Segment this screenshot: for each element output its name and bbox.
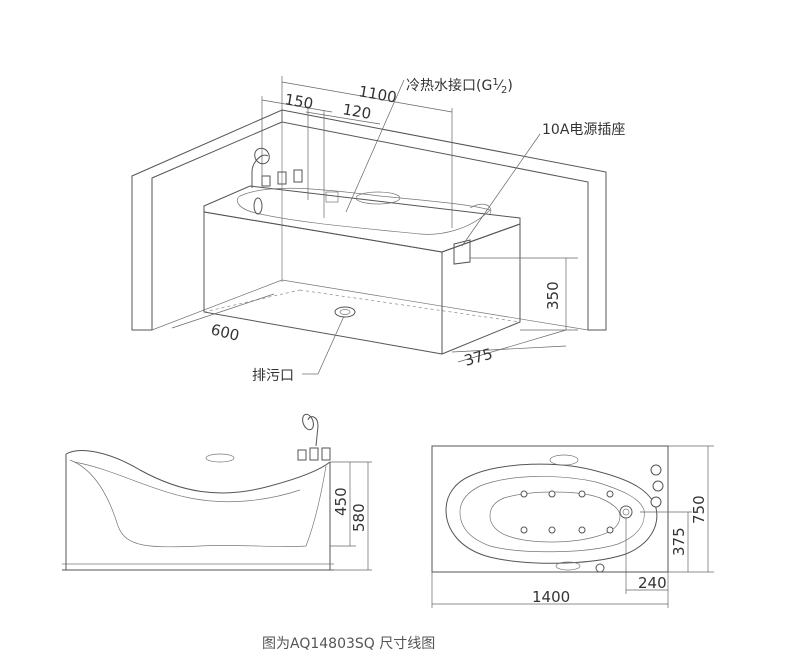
headrest xyxy=(355,191,401,205)
side-view: 450 580 xyxy=(62,413,372,571)
jet xyxy=(548,490,556,498)
water-inlet-leader xyxy=(345,79,405,213)
shower-hose xyxy=(251,154,269,188)
top-basin-floor xyxy=(489,491,621,543)
jet xyxy=(520,490,528,498)
control-knob-1 xyxy=(650,464,662,476)
jet xyxy=(520,526,528,534)
power-socket-label: 10A电源插座 xyxy=(542,122,625,138)
dim-120-line xyxy=(305,111,381,125)
side-headrest xyxy=(205,453,235,463)
side-backrest xyxy=(73,461,301,503)
dim-1400-text: 1400 xyxy=(532,588,570,606)
floor-back-edge xyxy=(281,279,589,331)
drawing-caption: 图为AQ14803SQ 尺寸线图 xyxy=(262,636,435,652)
headrest-pillow xyxy=(469,203,492,215)
dim-150-line xyxy=(261,99,333,113)
jet xyxy=(548,526,556,534)
jet xyxy=(606,526,614,534)
power-socket-box xyxy=(453,239,471,265)
power-socket-leader xyxy=(461,133,541,247)
side-faucet-2 xyxy=(309,447,319,461)
wall-left-block xyxy=(131,109,283,331)
jet xyxy=(606,490,614,498)
tub-inner-basin xyxy=(237,187,491,235)
dim-450-text: 450 xyxy=(332,487,350,516)
side-rim xyxy=(65,450,331,494)
hidden-line-2 xyxy=(299,289,521,323)
top-armrest xyxy=(555,561,581,571)
side-faucet-1 xyxy=(297,449,307,461)
drain-inner xyxy=(339,309,351,315)
shower-head xyxy=(254,147,270,165)
jet xyxy=(578,490,586,498)
control-panel xyxy=(325,191,339,203)
jet xyxy=(578,526,586,534)
dim-600-line xyxy=(171,293,275,329)
tub-side-panel xyxy=(441,223,521,355)
side-basin xyxy=(69,459,327,548)
dim-375-line xyxy=(457,329,567,363)
dim-120-text: 120 xyxy=(341,100,372,123)
drain-leader xyxy=(317,315,345,375)
top-drain-inner xyxy=(622,508,630,516)
top-outline xyxy=(431,445,669,573)
faucet-2 xyxy=(277,171,287,185)
dim-375-text: 375 xyxy=(462,345,494,370)
faucet-3 xyxy=(293,169,303,183)
top-headrest xyxy=(549,454,579,466)
floor-left-edge xyxy=(151,279,283,331)
top-basin-inner xyxy=(459,476,645,553)
top-drain xyxy=(619,505,633,519)
water-inlet-label: 冷热水接口(G1⁄2) xyxy=(406,77,513,96)
dim-350-text: 350 xyxy=(544,281,562,310)
tub-rim xyxy=(203,185,521,253)
control-knob-3 xyxy=(650,496,662,508)
control-knob-4 xyxy=(595,563,605,573)
dim-750-text: 750 xyxy=(690,495,708,524)
drain-label: 排污口 xyxy=(252,368,294,384)
dim-150-text: 150 xyxy=(283,90,314,113)
iso-view: 1100 150 120 冷热水接口(G1⁄2) 10A电源插座 350 600… xyxy=(131,76,625,384)
dim-ext-8 xyxy=(451,345,567,353)
dim-580-text: 580 xyxy=(350,503,368,532)
dim-240-text: 240 xyxy=(638,574,667,592)
dim-1100-line xyxy=(281,81,453,113)
side-body xyxy=(65,454,331,571)
drain-outlet xyxy=(334,306,356,318)
side-shower-hose xyxy=(307,416,319,447)
faucet-set xyxy=(251,147,303,215)
faucet-1 xyxy=(261,175,271,187)
dim-375-top-text: 375 xyxy=(670,527,688,556)
side-shower-head xyxy=(302,413,314,431)
dim-600-text: 600 xyxy=(209,320,241,344)
control-knob-2 xyxy=(652,480,664,492)
top-view: 750 375 1400 240 xyxy=(431,445,714,608)
side-faucet-3 xyxy=(321,447,331,461)
spout xyxy=(253,197,263,215)
